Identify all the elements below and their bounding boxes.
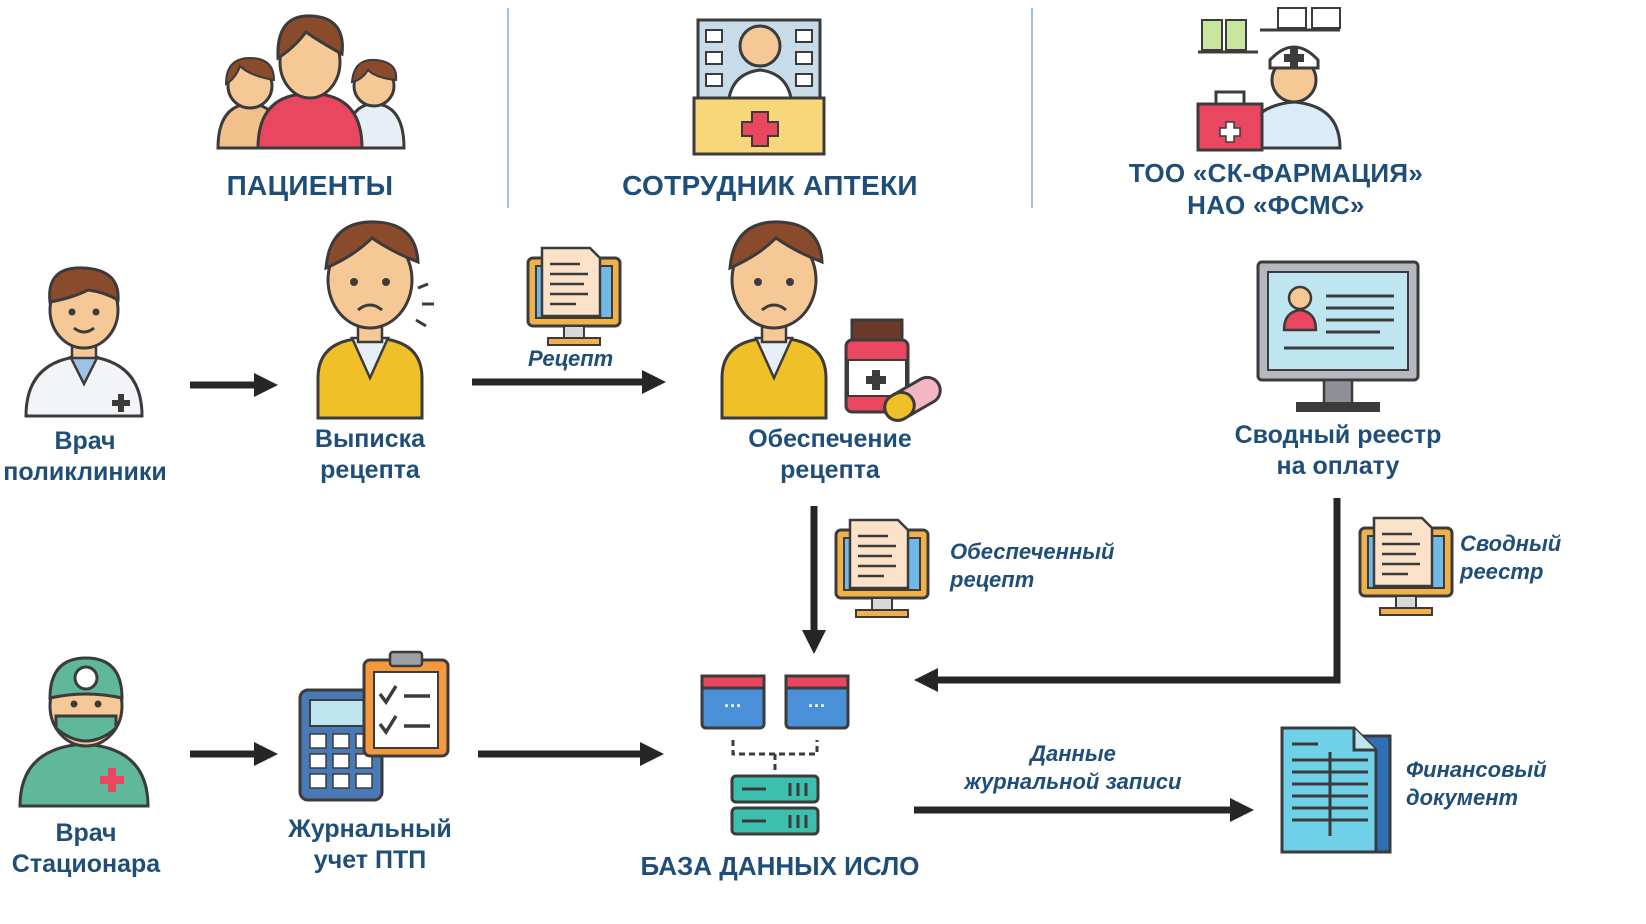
- document-icon: [1280, 726, 1392, 854]
- label-journal: Журнальный учет ПТП: [288, 815, 452, 875]
- header-organization: ТОО «СК-ФАРМАЦИЯ» НАО «ФСМС»: [1128, 158, 1424, 220]
- arrow-journal-to-database: [478, 742, 664, 766]
- computer-monitor-profile-icon: [1256, 260, 1420, 412]
- nurse-with-medkit-icon: [1196, 7, 1342, 152]
- doctor-icon: [24, 266, 144, 418]
- label-doctor-hospital: Врач Стационара: [11, 819, 161, 879]
- pharmacist-counter-icon: [692, 18, 826, 156]
- arrow-surgeon-to-journal: [190, 742, 278, 766]
- arrow-doctor-to-prescribing: [190, 373, 278, 397]
- surgeon-icon: [18, 656, 150, 808]
- group-of-people-icon: [216, 14, 406, 150]
- flow-label-dispensed: Обеспеченный рецепт: [950, 539, 1115, 592]
- label-prescribing: Выписка рецепта: [314, 425, 426, 485]
- label-financial-doc: Финансовый документ: [1406, 757, 1547, 810]
- header-pharmacy-employee: СОТРУДНИК АПТЕКИ: [622, 170, 918, 201]
- svg-text:···: ···: [808, 696, 826, 716]
- arrow-dispensing-to-database: [802, 506, 826, 654]
- monitor-document-icon: [1358, 516, 1454, 617]
- sad-patient-icon: [316, 220, 434, 420]
- sad-patient-with-medicine-icon: [720, 220, 942, 422]
- header-patients: ПАЦИЕНТЫ: [226, 170, 394, 201]
- arrow-database-to-financial: [914, 798, 1254, 822]
- svg-text:···: ···: [724, 696, 742, 716]
- flow-label-prescription: Рецепт: [528, 346, 614, 371]
- label-payment-registry: Сводный реестр на оплату: [1234, 421, 1442, 481]
- calculator-checklist-icon: [298, 650, 450, 802]
- arrow-registry-to-database: [914, 498, 1341, 692]
- label-dispensing: Обеспечение рецепта: [748, 425, 912, 485]
- arrow-prescribing-to-dispensing: [472, 370, 666, 394]
- label-doctor-clinic: Врач поликлиники: [3, 427, 167, 487]
- monitor-document-icon: [526, 246, 622, 347]
- database-servers-icon: ··· ···: [700, 674, 850, 836]
- flow-label-journal-data: Данные журнальной записи: [964, 741, 1182, 794]
- monitor-document-icon: [834, 518, 930, 619]
- label-database: БАЗА ДАННЫХ ИСЛО: [640, 851, 920, 881]
- flow-label-summary-registry: Сводный реестр: [1460, 531, 1562, 584]
